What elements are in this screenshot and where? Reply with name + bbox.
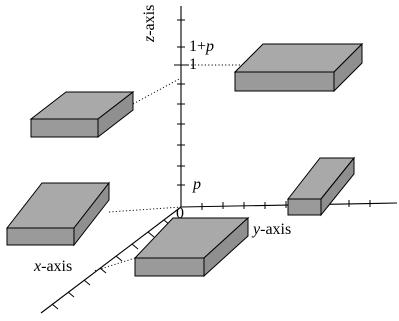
x-axis-label: x-axis	[33, 258, 72, 275]
box-left	[5, 181, 111, 247]
box-right	[286, 156, 356, 217]
y-axis-label: y-axis	[251, 221, 291, 238]
z-tick-label-1p: 1+p	[189, 38, 214, 55]
box-upper-left	[29, 90, 135, 139]
origin-label: 0	[176, 205, 184, 222]
z-tick-label-p: p	[192, 176, 201, 193]
box-upper-right	[233, 42, 364, 93]
box-bottom	[133, 216, 250, 278]
leader-lines	[93, 64, 248, 272]
z-axis	[174, 6, 188, 207]
z-tick-label-1: 1	[189, 56, 197, 73]
z-axis-label: z-axis	[141, 5, 158, 43]
